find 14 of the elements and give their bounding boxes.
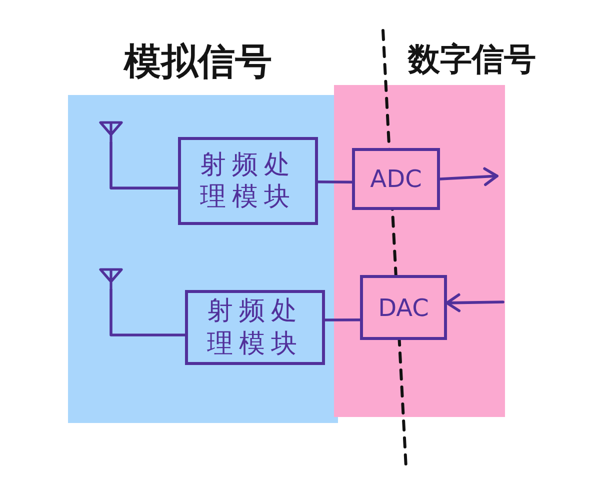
process-box: DAC bbox=[360, 275, 447, 340]
connector-line bbox=[316, 180, 354, 184]
connector-line bbox=[324, 318, 362, 322]
region-heading: 数字信号 bbox=[408, 43, 536, 75]
antenna-icon bbox=[99, 268, 123, 290]
arrow bbox=[446, 293, 504, 312]
connector-line bbox=[110, 142, 180, 190]
region-heading: 模拟信号 bbox=[124, 43, 272, 80]
process-box: ADC bbox=[352, 148, 440, 210]
arrow bbox=[438, 167, 498, 186]
connector-line bbox=[110, 288, 186, 336]
process-box: 射频处理模块 bbox=[185, 290, 325, 365]
antenna-icon bbox=[99, 121, 123, 143]
process-box: 射频处理模块 bbox=[178, 137, 318, 225]
